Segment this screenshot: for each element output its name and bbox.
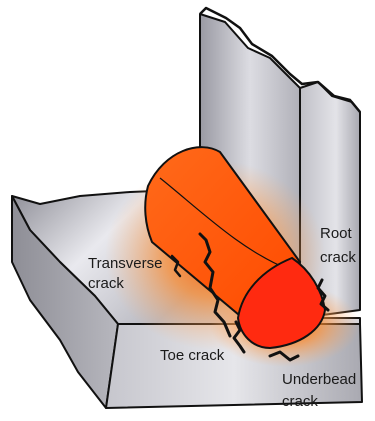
label-transverse-line1: Transverse — [88, 255, 162, 272]
label-root-line1: Root — [320, 225, 353, 242]
label-underbead-line2: crack — [282, 393, 318, 410]
label-root-line2: crack — [320, 249, 356, 266]
label-transverse-line2: crack — [88, 275, 124, 292]
label-underbead-line1: Underbead — [282, 371, 356, 388]
label-toe-crack: Toe crack — [160, 347, 225, 364]
